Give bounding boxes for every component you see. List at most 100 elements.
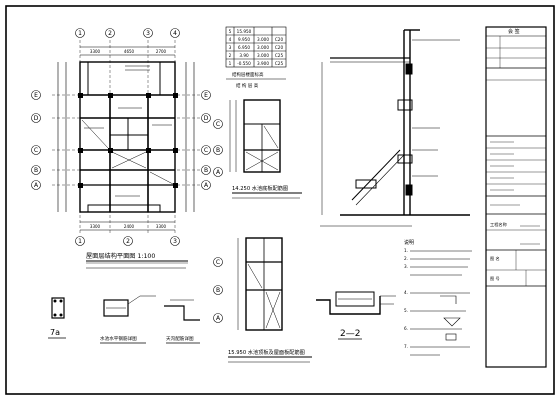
axis-bubble <box>31 165 41 175</box>
pool-rebar <box>245 151 279 171</box>
detail-7a-label: 7a <box>50 328 60 337</box>
column <box>173 93 178 98</box>
dim-text: 3300 <box>156 224 167 229</box>
axis-label: 3 <box>173 238 177 245</box>
axis-bubble <box>170 236 180 246</box>
notes-title: 说明 <box>404 239 414 246</box>
rebar-diag-4 <box>149 171 174 185</box>
axis-bubble <box>201 145 211 155</box>
axis-label: C <box>204 147 208 154</box>
axis-bubble <box>75 236 85 246</box>
axis-bubble <box>31 90 41 100</box>
axis-label: E <box>204 92 208 99</box>
tb-head: 会 签 <box>508 28 520 35</box>
axis-bubble <box>75 28 85 38</box>
floor-plan-title: 屋面层结构平面图 1:100 <box>86 252 155 260</box>
column <box>173 183 178 188</box>
axis-label: A <box>34 182 39 189</box>
axis-bubble <box>213 119 223 129</box>
rebar-diag-2 <box>111 151 147 169</box>
axis-bubble <box>105 28 115 38</box>
rebar-dot <box>53 299 57 303</box>
level-cell: 5 <box>229 29 232 34</box>
level-table-text: 5 15.950 4 9.950 3.000 C20 3 6.950 3.000… <box>229 29 284 66</box>
axis-bubble <box>31 145 41 155</box>
pool-top-title: 15.950 水池顶板及屋面板配筋图 <box>228 348 305 356</box>
axis-bubble <box>201 90 211 100</box>
notes-line: 5. <box>404 308 408 313</box>
gutter-shape <box>164 305 200 321</box>
wall-leader <box>127 295 141 305</box>
level-cell: 3 <box>229 45 232 50</box>
plan-cantilever <box>87 204 161 213</box>
level-cell: 4 <box>229 37 232 42</box>
detail-gutter-label: 天沟配筋详图 <box>166 335 194 342</box>
level-cell: C20 <box>275 37 284 42</box>
dim-text: 3300 <box>90 224 101 229</box>
axis-bubble <box>213 285 223 295</box>
axis-bubble <box>213 313 223 323</box>
title-block <box>485 26 547 368</box>
column <box>78 93 83 98</box>
level-cell: 2 <box>229 53 232 58</box>
note-sketch <box>440 295 457 304</box>
notes-line: 6. <box>404 326 408 331</box>
detail-7a <box>51 297 65 319</box>
axis-label: B <box>34 167 38 174</box>
section-2-2-box <box>335 291 375 307</box>
axis-label: E <box>34 92 38 99</box>
column <box>146 148 151 153</box>
level-cell: 15.950 <box>237 29 252 34</box>
pool-top-plan <box>237 237 283 331</box>
column <box>108 93 113 98</box>
dim-text: 2400 <box>124 224 135 229</box>
title-block-fill-lines <box>490 141 540 245</box>
column <box>78 183 83 188</box>
notes-line: 1. <box>404 248 408 253</box>
axis-bubble <box>123 236 133 246</box>
axis-label: 2 <box>126 238 130 245</box>
axis-label: C <box>34 147 38 154</box>
level-cell: -0.550 <box>237 61 251 66</box>
rebar-dot <box>53 313 57 317</box>
level-table-subheader: 结 构 层 高 <box>236 82 259 89</box>
axis-bubble <box>213 145 223 155</box>
section-column <box>405 184 413 196</box>
section-2-2-outline <box>316 296 381 315</box>
axis-bubble <box>201 113 211 123</box>
column <box>173 148 178 153</box>
level-cell: C20 <box>275 45 284 50</box>
wall-section <box>103 299 129 317</box>
axis-label: 3 <box>146 30 150 37</box>
dim-text: 3300 <box>90 49 101 54</box>
level-table-header: 结构层楼面标高 <box>232 71 264 78</box>
level-cell: 3.90 <box>239 53 249 58</box>
axis-label: D <box>34 115 39 122</box>
column <box>108 148 113 153</box>
level-cell: 6.950 <box>238 45 250 50</box>
pool-bottom-plan <box>229 99 281 173</box>
axis-label: A <box>204 182 209 189</box>
axis-label: B <box>204 167 208 174</box>
column <box>78 148 83 153</box>
notes-text-lines <box>410 250 472 356</box>
axis-label: A <box>216 169 221 176</box>
level-cell: 3.900 <box>257 61 269 66</box>
pool-rebar <box>263 125 279 149</box>
dim-text: 4650 <box>124 49 135 54</box>
pool-top-rebar <box>247 263 263 289</box>
level-cell: 3.000 <box>257 37 269 42</box>
floor-plan <box>52 40 200 235</box>
section-column <box>405 63 413 75</box>
axis-label: 1 <box>78 30 82 37</box>
tb-drawing-label: 图 名 <box>490 255 500 262</box>
note-sketch <box>443 317 461 327</box>
axis-bubble <box>201 180 211 190</box>
plan-top-room <box>87 61 161 96</box>
section-beam <box>397 154 413 164</box>
level-cell: 9.950 <box>238 37 250 42</box>
detail-7a-section <box>51 297 65 319</box>
axis-label: 4 <box>173 30 177 37</box>
notes-line: 3. <box>404 264 408 269</box>
section-stair <box>355 154 405 206</box>
